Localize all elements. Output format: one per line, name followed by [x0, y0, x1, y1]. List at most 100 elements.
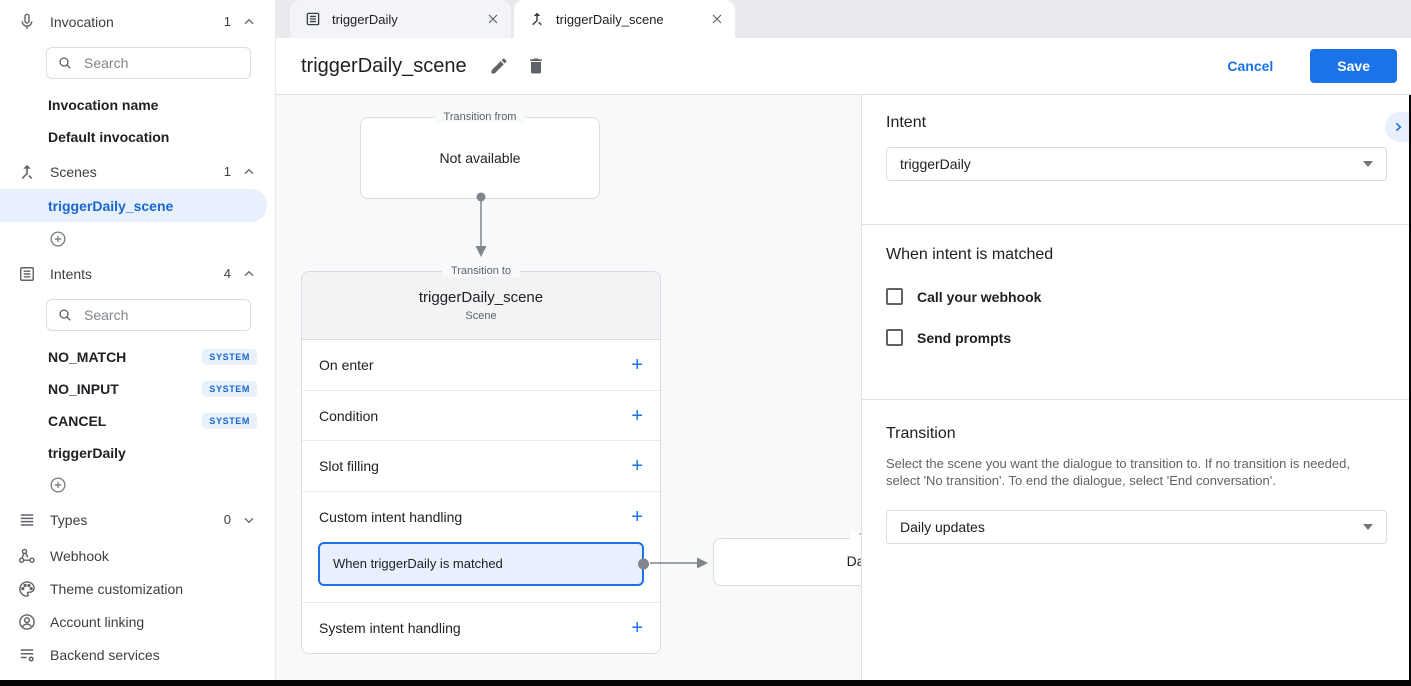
- item-label: Default invocation: [48, 129, 170, 145]
- tab-bar: triggerDaily triggerDaily_scene: [276, 0, 1411, 38]
- target-node-title: Daily updates: [846, 553, 861, 569]
- send-prompts-option[interactable]: Send prompts: [886, 329, 1387, 346]
- invocation-search-input[interactable]: [82, 54, 222, 72]
- item-label: Theme customization: [50, 580, 184, 597]
- target-scene-node[interactable]: Transition to Daily updates: [713, 532, 861, 586]
- sidebar-item-default-invocation[interactable]: Default invocation: [0, 121, 275, 153]
- section-slot-filling[interactable]: Slot filling +: [302, 441, 660, 492]
- not-available-label: Not available: [439, 150, 521, 166]
- sidebar-item-triggerdaily-scene[interactable]: triggerDaily_scene: [0, 189, 267, 222]
- intent-heading: Intent: [886, 114, 927, 131]
- sidebar-section-scenes[interactable]: Scenes 1: [0, 155, 275, 188]
- when-matched-heading: When intent is matched: [886, 246, 1054, 263]
- add-icon[interactable]: +: [631, 354, 643, 377]
- sidebar: Invocation 1 Invocation name Default inv…: [0, 0, 276, 680]
- add-intent-button[interactable]: [0, 469, 275, 501]
- section-label: Custom intent handling: [319, 508, 463, 525]
- tab-label: triggerDaily: [332, 11, 398, 27]
- sidebar-item-no-match[interactable]: NO_MATCH SYSTEM: [0, 341, 275, 373]
- node-legend: Transition to: [441, 265, 521, 277]
- scene-node-header[interactable]: triggerDaily_scene Scene: [302, 272, 660, 341]
- close-icon[interactable]: [485, 11, 501, 27]
- section-condition[interactable]: Condition +: [302, 391, 660, 442]
- chevron-down-icon[interactable]: [241, 512, 257, 528]
- intents-search-input[interactable]: [82, 306, 222, 324]
- node-legend: Transition from: [434, 111, 526, 123]
- screen-edge-bottom: [0, 680, 1411, 686]
- section-count: 1: [223, 14, 231, 29]
- sidebar-item-invocation-name[interactable]: Invocation name: [0, 89, 275, 121]
- system-badge: SYSTEM: [202, 349, 257, 365]
- checkbox-unchecked[interactable]: [886, 288, 903, 305]
- invocation-search[interactable]: [46, 47, 251, 79]
- section-label: Condition: [319, 407, 379, 424]
- transition-dropdown-value: Daily updates: [900, 519, 985, 535]
- item-label: triggerDaily_scene: [48, 197, 174, 214]
- intents-search[interactable]: [46, 299, 251, 331]
- chevron-right-icon: [1395, 122, 1402, 132]
- item-label: NO_INPUT: [48, 381, 119, 397]
- checkbox-unchecked[interactable]: [886, 329, 903, 346]
- handler-label: When triggerDaily is matched: [333, 556, 503, 572]
- delete-icon[interactable]: [526, 56, 546, 76]
- chevron-up-icon[interactable]: [241, 14, 257, 30]
- tab-triggerdaily[interactable]: triggerDaily: [290, 0, 511, 38]
- sidebar-section-types[interactable]: Types 0: [0, 503, 275, 536]
- intent-icon: [306, 12, 320, 26]
- add-icon[interactable]: +: [631, 404, 643, 427]
- sidebar-section-intents[interactable]: Intents 4: [0, 257, 275, 290]
- add-icon[interactable]: +: [631, 454, 643, 477]
- chevron-up-icon[interactable]: [241, 164, 257, 180]
- account-icon: [16, 611, 38, 633]
- sidebar-item-webhook[interactable]: Webhook: [0, 539, 275, 572]
- sidebar-item-triggerdaily[interactable]: triggerDaily: [0, 437, 275, 469]
- transition-dropdown[interactable]: Daily updates: [886, 510, 1387, 544]
- screen-edge-right: [1409, 95, 1411, 686]
- collapse-panel-button[interactable]: [1385, 112, 1411, 142]
- cancel-button[interactable]: Cancel: [1221, 57, 1279, 75]
- section-system-intent-handling[interactable]: System intent handling +: [302, 603, 660, 653]
- transition-section: Transition Select the scene you want the…: [862, 400, 1411, 544]
- intent-dropdown[interactable]: triggerDaily: [886, 147, 1387, 181]
- checkbox-label: Call your webhook: [917, 288, 1042, 305]
- section-label: Scenes: [50, 163, 97, 180]
- custom-intent-handling-row[interactable]: Custom intent handling +: [302, 492, 660, 542]
- connector-dot: [638, 558, 649, 570]
- section-count: 1: [223, 164, 231, 179]
- sidebar-item-account-linking[interactable]: Account linking: [0, 605, 275, 638]
- page-title: triggerDaily_scene: [301, 54, 467, 77]
- sidebar-section-invocation[interactable]: Invocation 1: [0, 5, 275, 38]
- call-webhook-option[interactable]: Call your webhook: [886, 288, 1387, 305]
- add-icon[interactable]: +: [631, 616, 643, 639]
- sidebar-item-backend-services[interactable]: Backend services: [0, 638, 275, 671]
- add-scene-button[interactable]: [0, 223, 275, 255]
- item-label: triggerDaily: [48, 445, 126, 461]
- section-label: Slot filling: [319, 457, 379, 474]
- microphone-icon: [16, 11, 38, 33]
- sidebar-item-no-input[interactable]: NO_INPUT SYSTEM: [0, 373, 275, 405]
- node-legend: Transition to: [849, 532, 861, 544]
- section-label: Types: [50, 511, 88, 528]
- scene-node[interactable]: Transition to triggerDaily_scene Scene O…: [301, 265, 661, 654]
- intent-section: Intent triggerDaily: [862, 95, 1411, 225]
- tab-triggerdaily-scene[interactable]: triggerDaily_scene: [514, 0, 735, 38]
- section-label: System intent handling: [319, 619, 461, 636]
- flow-canvas[interactable]: Transition from Not available Transition…: [276, 95, 861, 680]
- content-area: Transition from Not available Transition…: [276, 95, 1411, 680]
- sidebar-item-theme-customization[interactable]: Theme customization: [0, 572, 275, 605]
- intent-handler-when-triggerdaily-matched[interactable]: When triggerDaily is matched: [318, 541, 649, 586]
- close-icon[interactable]: [709, 11, 725, 27]
- save-button[interactable]: Save: [1310, 49, 1397, 83]
- add-icon[interactable]: +: [631, 505, 643, 528]
- sidebar-item-cancel[interactable]: CANCEL SYSTEM: [0, 405, 275, 437]
- edit-icon[interactable]: [489, 56, 509, 76]
- add-circle-icon: [50, 231, 66, 247]
- chevron-up-icon[interactable]: [241, 266, 257, 282]
- section-label: Invocation: [50, 13, 114, 30]
- transition-from-node[interactable]: Transition from Not available: [360, 111, 600, 199]
- section-count: 4: [223, 266, 231, 281]
- section-on-enter[interactable]: On enter +: [302, 340, 660, 391]
- section-count: 0: [223, 512, 231, 527]
- item-label: Account linking: [50, 613, 145, 630]
